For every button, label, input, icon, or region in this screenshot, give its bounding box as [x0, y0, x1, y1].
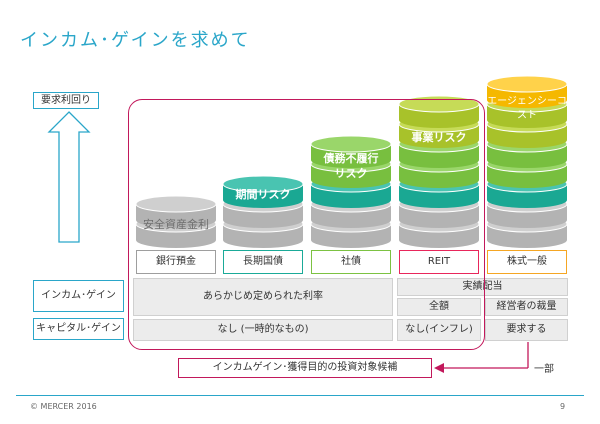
- default-risk-label-line1: 債務不履行: [323, 151, 379, 165]
- capital-none-temporary-cell: なし (一時的なもの): [133, 319, 393, 341]
- agency-cost-label-line2: スト: [517, 110, 537, 121]
- investment-candidates-region: [128, 99, 485, 350]
- copyright-text: © MERCER 2016: [30, 402, 97, 411]
- category-box: 社債: [311, 250, 391, 274]
- page-title: インカム･ゲインを求めて: [20, 30, 251, 51]
- term-risk-label: 期間リスク: [236, 187, 291, 201]
- page-number: 9: [560, 402, 566, 411]
- cylinder-cap-teal: [222, 175, 304, 193]
- footer-divider: [16, 395, 584, 396]
- business-risk-label: 事業リスク: [412, 130, 467, 144]
- capital-required-cell: 要求する: [485, 319, 568, 341]
- required-return-label: 要求利回り: [33, 92, 99, 109]
- partial-label: 一部: [534, 364, 554, 375]
- capital-gain-label: キャピタル･ゲイン: [33, 318, 124, 340]
- default-risk-label-line2: リスク: [335, 167, 368, 180]
- cylinder-cap-gray: [135, 195, 217, 213]
- income-gain-label: インカム･ゲイン: [33, 280, 124, 312]
- agency-cost-label-line1: エージェンシーコ: [487, 96, 567, 107]
- safe-asset-rate-label: 安全資産金利: [143, 217, 209, 231]
- up-arrow-icon: [47, 111, 91, 243]
- income-actual-dividend-cell: 実績配当: [397, 278, 568, 296]
- cylinder-cap-yellow: [486, 75, 568, 93]
- category-box: REIT: [399, 250, 479, 274]
- income-predetermined-cell: あらかじめ定められた利率: [133, 278, 393, 316]
- income-management-discretion-cell: 経営者の裁量: [485, 298, 568, 316]
- category-box: 長期国債: [223, 250, 303, 274]
- cylinder-cap-green: [310, 135, 392, 153]
- partial-arrow-icon: [434, 342, 529, 373]
- capital-none-inflation-cell: なし(インフレ): [397, 319, 481, 341]
- investment-candidates-note: インカムゲイン･獲得目的の投資対象候補: [178, 358, 432, 378]
- income-full-amount-cell: 全額: [397, 298, 481, 316]
- category-box: 株式一般: [487, 250, 567, 274]
- category-box: 銀行預金: [136, 250, 216, 274]
